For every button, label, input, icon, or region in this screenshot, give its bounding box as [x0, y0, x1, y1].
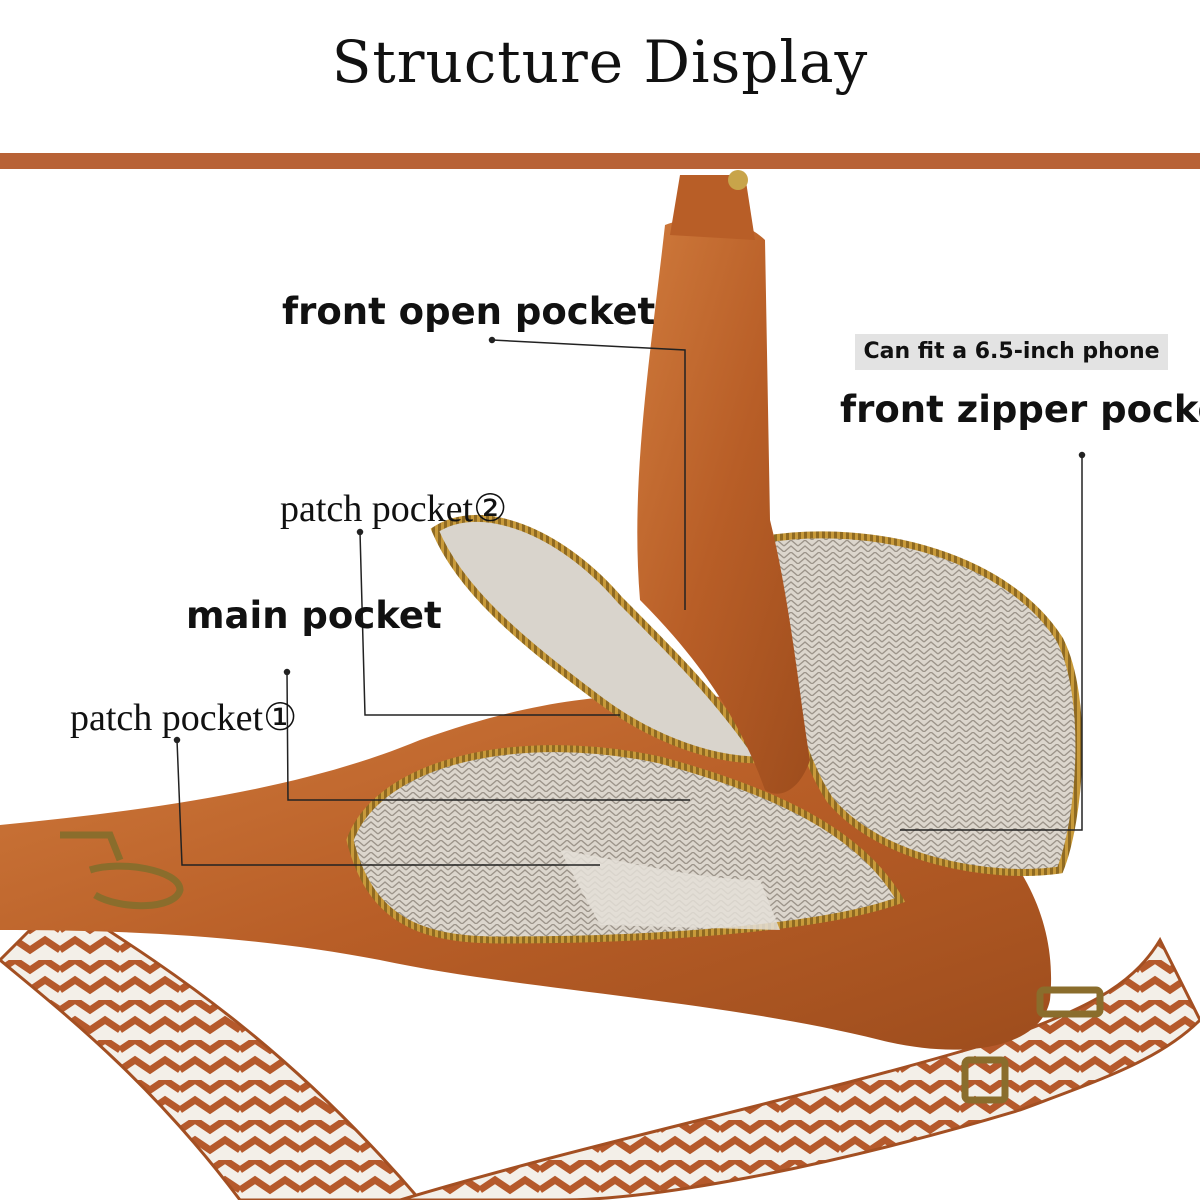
callout-lines [173, 336, 1086, 866]
swivel-clasp [60, 831, 184, 910]
label-main-pocket: main pocket [186, 594, 442, 637]
phone-size-badge: Can fit a 6.5-inch phone [855, 334, 1168, 370]
page-title: Structure Display [331, 28, 869, 96]
front-open-pocket-panel [637, 218, 810, 794]
label-front-zipper-pocket: front zipper pocket [840, 388, 1200, 431]
label-front-open-pocket: front open pocket [282, 290, 656, 333]
label-patch-pocket-2: patch pocket② [280, 488, 508, 530]
strap-buckle [961, 986, 1104, 1104]
label-patch-pocket-1: patch pocket① [70, 697, 298, 739]
woven-strap [0, 898, 1200, 1200]
title-divider [0, 153, 1200, 169]
